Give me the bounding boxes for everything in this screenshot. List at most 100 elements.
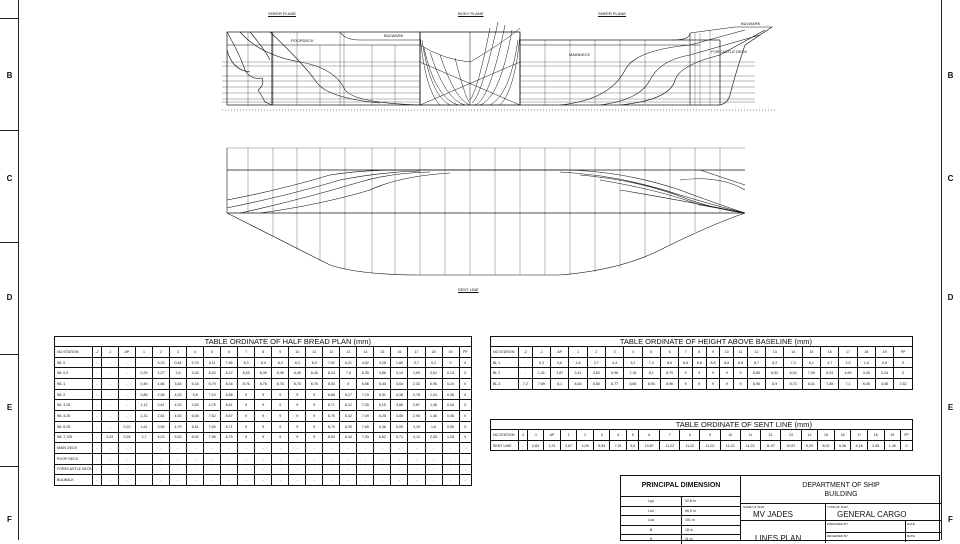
table-cell: - [100, 420, 119, 433]
table-cell: - [237, 474, 256, 486]
table-cell: 8,52 [765, 367, 785, 380]
row-label: WL 1 [54, 378, 93, 390]
row-label: MAIN DECK [54, 442, 93, 454]
table-cell: 5,16 [186, 378, 205, 390]
table-cell: 2,55 [866, 439, 885, 452]
table-cell: - [441, 442, 460, 454]
table-cell: 4,79 [169, 420, 188, 433]
table-cell: - [169, 452, 188, 465]
table-row: MAIN DECK----------------------- [54, 442, 473, 454]
sent-line-label: SENT LINE [458, 287, 479, 292]
table-cell: 6,25 [373, 410, 392, 422]
table-cell: 3,64 [390, 378, 409, 390]
table-cell: - [100, 410, 119, 422]
table-cell: 2,61 [151, 399, 171, 412]
column-header: -2 [518, 346, 533, 358]
zone-label-right: B [947, 71, 954, 80]
table-cell: 6,35 [356, 367, 375, 380]
table-cell: - [117, 367, 136, 380]
table-cell: - [151, 474, 171, 486]
table-cell: - [458, 463, 473, 476]
column-header: 15 [817, 429, 835, 441]
table-cell: - [151, 452, 171, 465]
column-header: 2 [586, 346, 606, 358]
table-cell: 8,3 [237, 356, 256, 369]
column-header: 2 [576, 429, 594, 441]
column-header: 4 [609, 429, 628, 441]
table-cell: 2,24 [874, 367, 895, 380]
table-cell: 2,52 [893, 378, 913, 390]
table-cell: 1,87 [550, 367, 570, 380]
table-cell: 6,15 [373, 399, 392, 412]
table-cell: - [100, 452, 119, 465]
table-cell: - [518, 356, 533, 369]
row-label: WL 0 [54, 356, 93, 369]
bulwark-aft-label: BULWARK [384, 33, 404, 38]
dimension-value: 96,5 m [685, 508, 696, 513]
table-cell: - [134, 474, 154, 486]
table-cell: 4,38 [390, 388, 409, 401]
table-cell: - [117, 399, 136, 412]
table-cell: 7,1 [838, 378, 858, 390]
body-plane-label: BODY PLANE [458, 11, 484, 16]
column-header: 17 [850, 429, 868, 441]
table-cell: 4,58 [874, 378, 895, 390]
table-cell: - [254, 452, 273, 465]
column-header: 10 [288, 346, 307, 358]
table-row: FORECASTLE DECK----------------------- [54, 463, 473, 476]
table-cell: 1,46 [424, 399, 443, 412]
half-breadth-plan [226, 147, 746, 214]
table-cell: - [186, 463, 205, 476]
table-cell: 9 [305, 410, 324, 422]
sheer-plan-aft [222, 31, 421, 106]
table-cell: 4,09 [576, 439, 594, 452]
table-cell: - [203, 442, 222, 454]
table-cell: 3,45 [169, 378, 188, 390]
table-cell: - [117, 463, 136, 476]
column-header: -2 [91, 346, 102, 358]
table-cell: 10,87 [638, 439, 661, 452]
title-block: DEPARTMENT OF SHIP BUILDING NAME OF SHIP… [740, 475, 941, 543]
table-cell: 8,71 [220, 420, 239, 433]
table-cell: - [91, 388, 102, 401]
name-of-ship-label: NAME OF SHIP [743, 505, 765, 509]
table-cell: 9 [237, 399, 256, 412]
table-cell: 0,6 [874, 356, 895, 369]
table-cell: 7,82 [322, 356, 341, 369]
table-cell: 8,39 [339, 420, 358, 433]
table-cell: - [271, 463, 290, 476]
sheer-plane-label-fwd: SHEER PLANE [598, 11, 627, 16]
table-cell: 8,8 [678, 356, 693, 369]
row-label: WL 2 [54, 388, 93, 401]
zone-label-left: D [6, 293, 13, 302]
table-cell: - [100, 378, 119, 390]
table-cell: - [339, 474, 358, 486]
table-cell: 9 [254, 410, 273, 422]
table-cell: 1,89 [390, 356, 409, 369]
prepared-date-label: DATE [907, 522, 915, 526]
body-plan [419, 21, 521, 106]
column-header: 19 [874, 346, 895, 358]
row-label: BL 3 [490, 378, 519, 390]
table-cell: 8,58 [220, 388, 239, 401]
table-cell: - [169, 442, 188, 454]
table-cell: - [91, 431, 102, 444]
table-cell: 9 [719, 367, 735, 380]
table-cell: - [390, 474, 409, 486]
table-cell: 3,06 [151, 420, 171, 433]
table-cell: 0,3 [531, 356, 552, 369]
table-cell: 8,79 [659, 367, 680, 380]
column-header: FP [458, 346, 473, 358]
table-cell: 7,85 [820, 378, 840, 390]
zone-divider [0, 242, 19, 243]
table-cell: 0,49 [134, 378, 154, 390]
table-cell: - [151, 442, 171, 454]
table-cell: 0,96 [424, 378, 443, 390]
table-cell: - [203, 452, 222, 465]
table-cell: 1,31 [134, 410, 154, 422]
